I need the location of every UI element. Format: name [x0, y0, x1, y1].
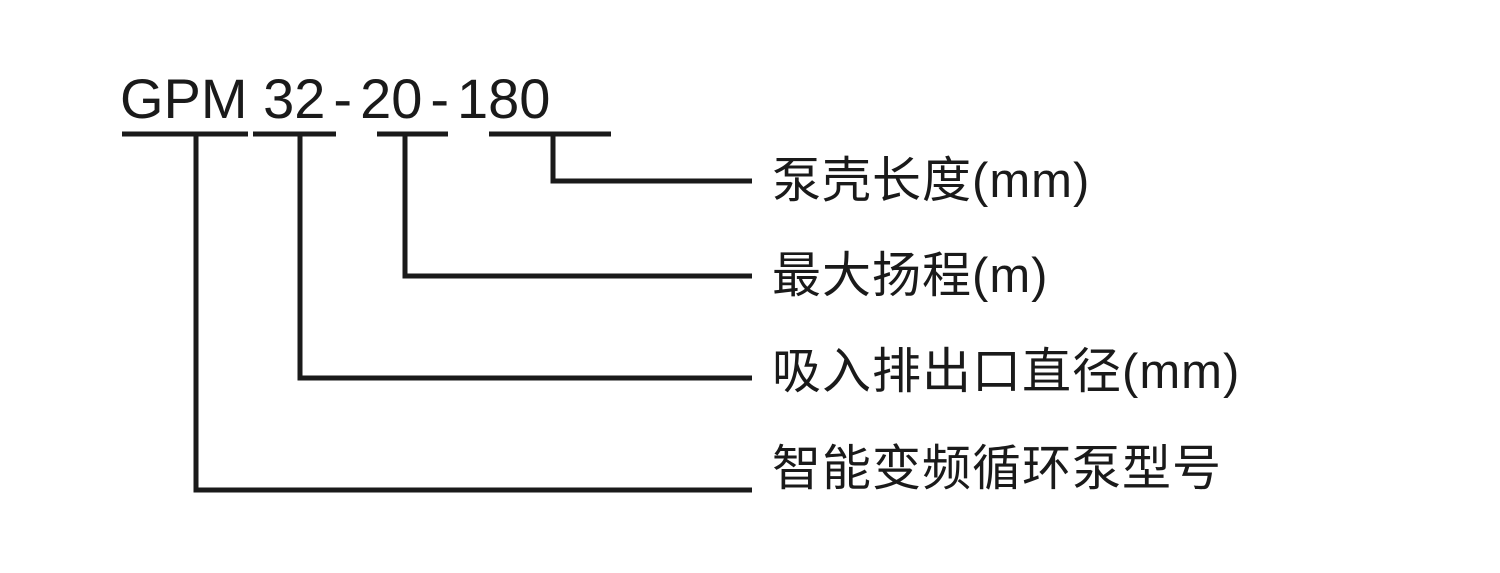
- leader-line-pump-model: [193, 134, 752, 493]
- leader-line-casing-length: [550, 134, 752, 184]
- callout-label-pump-model: 智能变频循环泵型号: [772, 442, 1223, 496]
- leader-line-port-diameter: [297, 134, 752, 381]
- model-code-separator-1: -: [333, 67, 353, 130]
- model-code-separator-2: -: [430, 67, 450, 130]
- model-code-segment-3: 180: [457, 67, 551, 130]
- model-code: GPM 32-20-180: [120, 66, 550, 132]
- callout-label-max-head: 最大扬程(m): [772, 249, 1049, 303]
- model-code-segment-1: GPM 32: [120, 67, 326, 130]
- leader-line-max-head: [402, 134, 752, 279]
- model-code-segment-2: 20: [360, 67, 423, 130]
- callout-label-casing-length: 泵壳长度(mm): [772, 154, 1091, 208]
- callout-label-port-diameter: 吸入排出口直径(mm): [772, 345, 1241, 399]
